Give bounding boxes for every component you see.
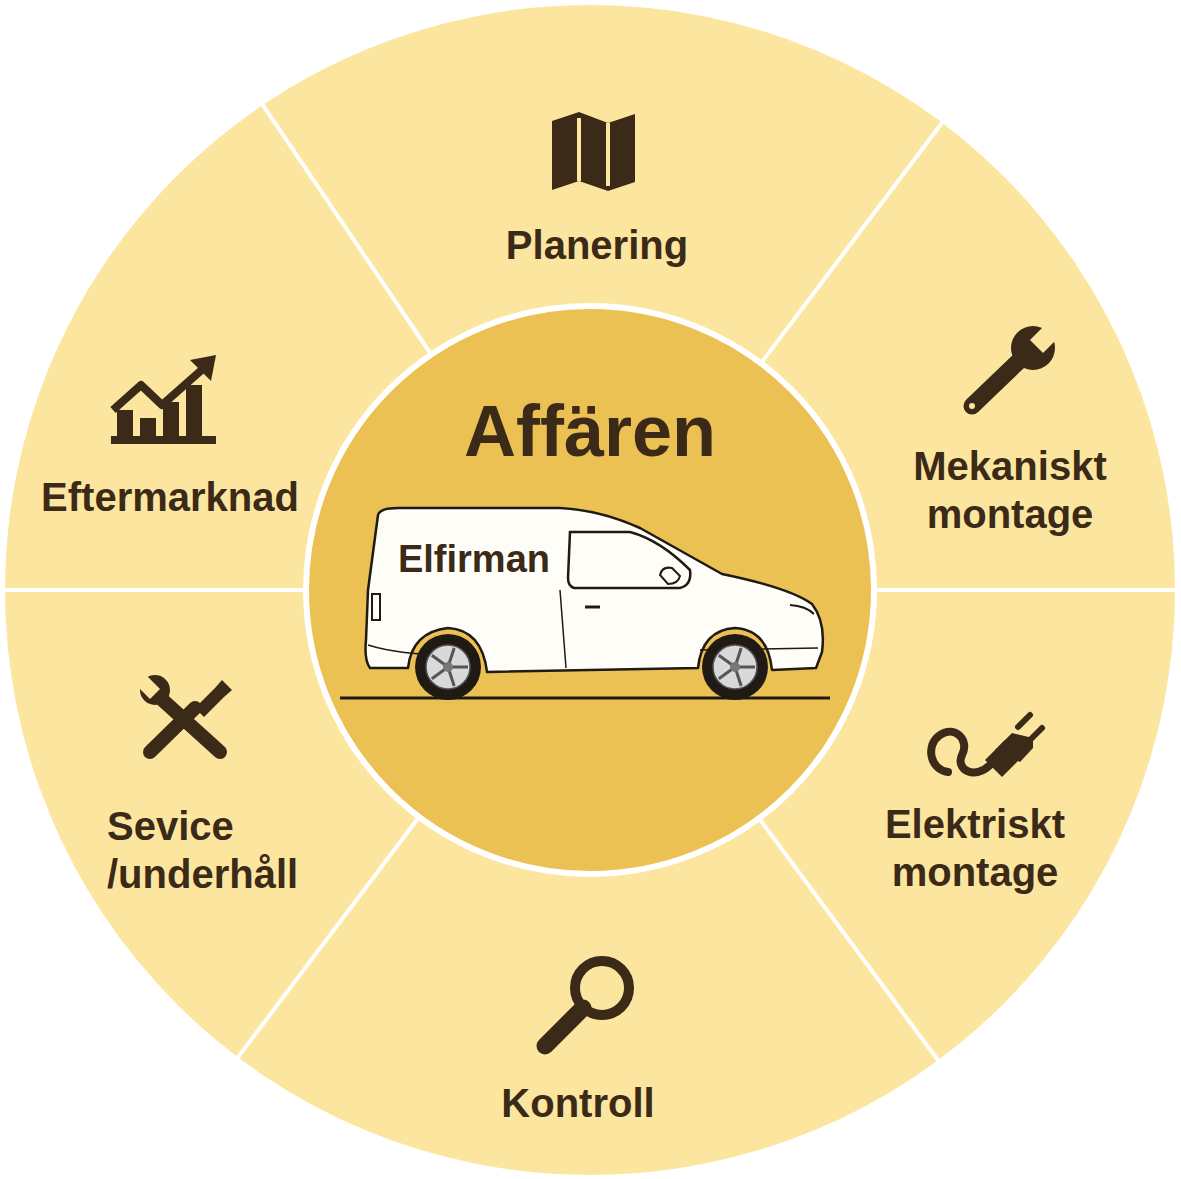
sector-divider: [872, 588, 1180, 592]
sector-title: Kontroll: [501, 1079, 654, 1127]
plug-icon: [931, 715, 1042, 777]
sector-title: Sevice /underhåll: [107, 802, 337, 898]
sector-segment: Planering: [506, 221, 688, 269]
tools-icon: [133, 672, 232, 752]
sector-segment: Sevice /underhåll: [107, 802, 337, 898]
wrench-icon: [969, 323, 1060, 409]
sector-segment: Kontroll: [501, 1079, 654, 1127]
sector-title: Elektriskt montage: [855, 800, 1095, 896]
sector-divider: [260, 101, 432, 356]
magnifier-icon: [545, 961, 629, 1046]
chart-icon: [111, 355, 216, 444]
sector-segment: Elektriskt montage: [855, 800, 1095, 896]
sector-title: Eftermarknad: [41, 473, 299, 521]
sector-segment: Eftermarknad: [41, 473, 299, 521]
sector-title: Mekaniskt montage: [890, 442, 1130, 538]
map-fold: [579, 118, 608, 186]
sector-title: Planering: [506, 221, 688, 269]
center-title: Affären: [309, 392, 871, 471]
sector-segment: Mekaniskt montage: [890, 442, 1130, 538]
center-circle: Affären: [303, 303, 877, 877]
sector-divider: [0, 588, 308, 592]
map-icon: [552, 112, 635, 191]
sector-divider: [760, 119, 945, 365]
van-lettering: Elfirman: [398, 539, 550, 581]
